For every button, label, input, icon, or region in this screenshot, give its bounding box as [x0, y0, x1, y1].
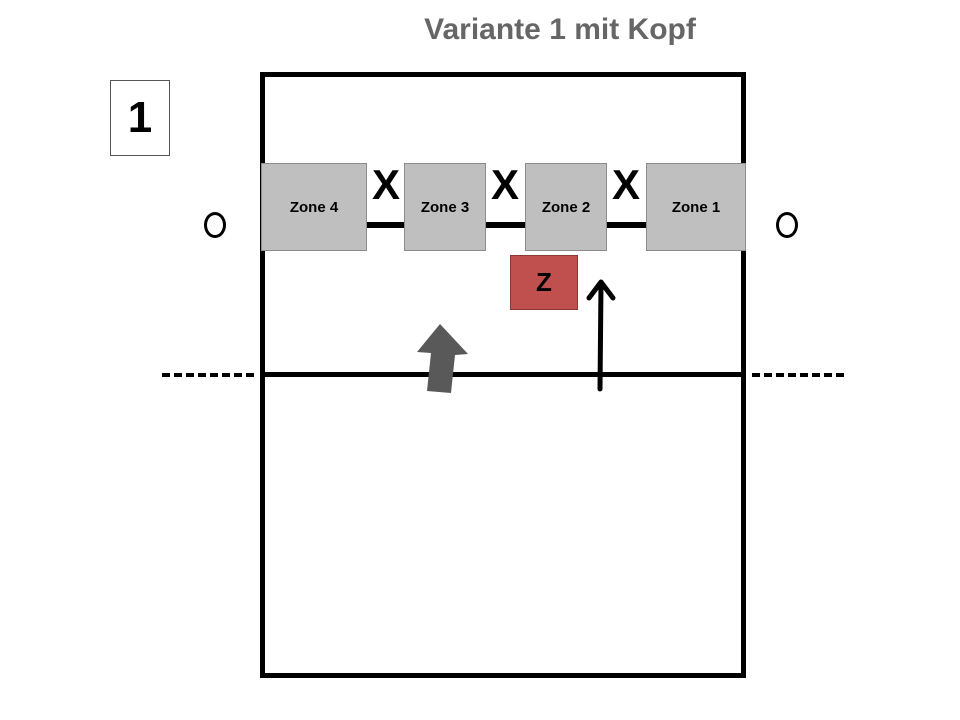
rotation-number-box: 1 [110, 80, 170, 156]
attack-line-extension-left [162, 373, 254, 377]
attack-line [260, 372, 746, 377]
zone-1-box: Zone 1 [646, 163, 746, 251]
antenna-right-icon [776, 212, 798, 238]
zone-2-box: Zone 2 [525, 163, 607, 251]
antenna-left-icon [204, 212, 226, 238]
attack-line-extension-right [752, 373, 844, 377]
zone-3-box: Zone 3 [404, 163, 486, 251]
player-marker-x-3: X [612, 161, 641, 208]
net-line [260, 222, 746, 228]
player-marker-x-1: X [372, 161, 401, 208]
setter-z-box: Z [510, 255, 578, 310]
zone-4-box: Zone 4 [261, 163, 367, 251]
diagram-title: Variante 1 mit Kopf [424, 13, 696, 46]
player-marker-x-2: X [491, 161, 520, 208]
